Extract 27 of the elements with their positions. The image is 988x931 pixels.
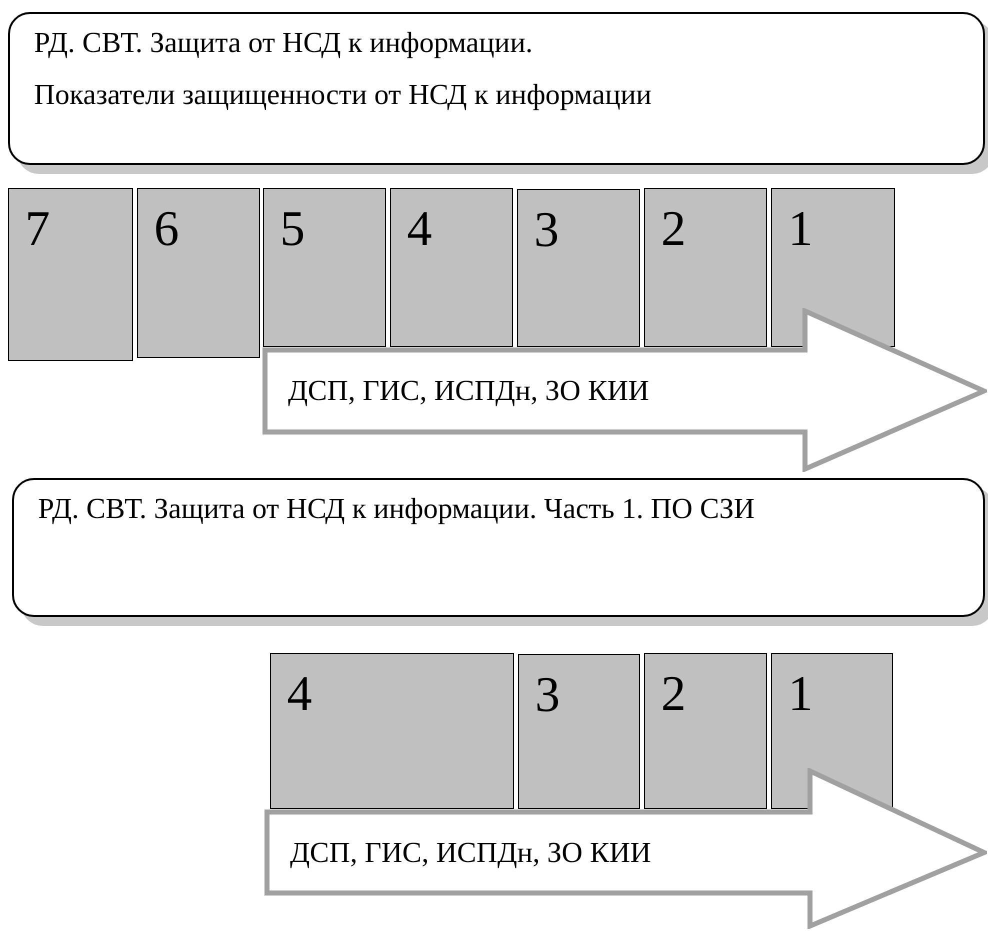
class-cell [517,189,640,347]
box-text: Показатели защищенности от НСД к информации [34,78,653,112]
class-cell [771,653,893,809]
class-number: 3 [535,666,560,722]
class-cell [518,654,640,809]
class-number: 7 [25,200,50,256]
class-cell [8,188,133,361]
class-number: 6 [154,200,179,256]
class-number: 4 [407,200,432,256]
class-number: 1 [788,200,813,256]
class-number: 4 [287,665,312,721]
box-text: РД. СВТ. Защита от НСД к информации. [34,26,534,60]
class-cell [771,188,895,347]
class-cell [263,188,386,347]
class-number: 1 [788,665,813,721]
class-number: 3 [534,201,559,257]
class-cell [137,188,260,358]
class-number: 5 [280,200,305,256]
class-cell [644,653,767,809]
class-number: 2 [661,665,686,721]
class-cell [390,188,513,347]
arrow-text: ДСП, ГИС, ИСПДн, ЗО КИИ [288,374,650,408]
class-cell [644,188,767,347]
class-number: 2 [661,200,686,256]
box-text: РД. СВТ. Защита от НСД к информации. Часть 1. ПО СЗИ [38,492,756,526]
arrow-text: ДСП, ГИС, ИСПДн, ЗО КИИ [290,836,652,870]
class-cell [270,653,514,809]
